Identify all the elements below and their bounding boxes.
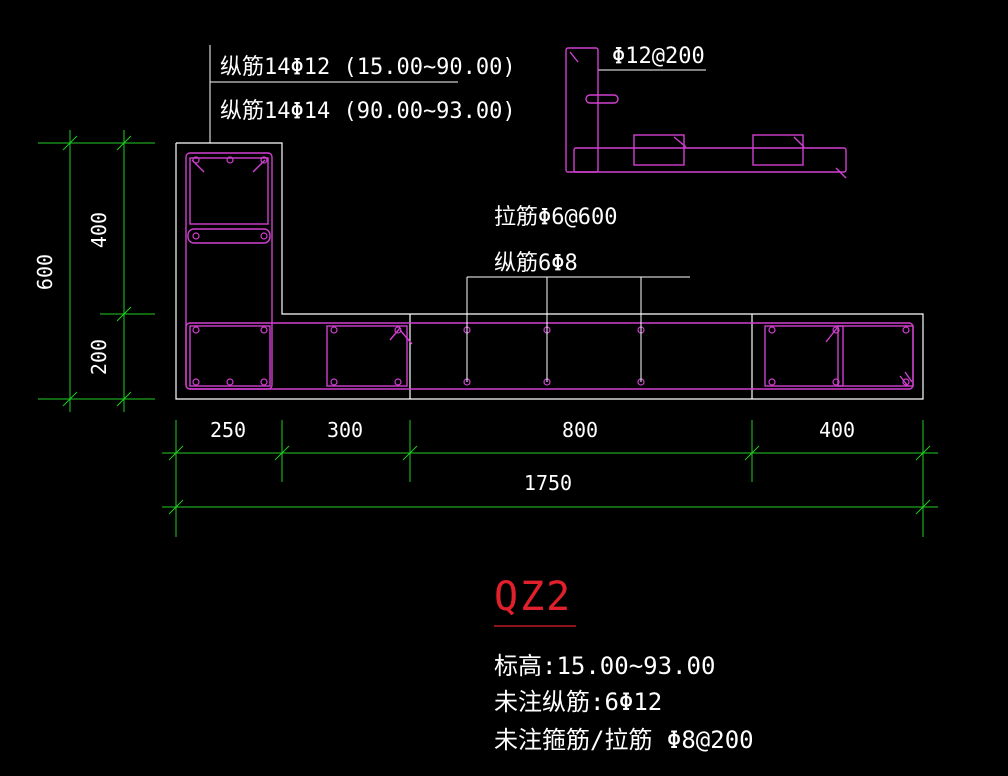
dim-segment-1: 250 (210, 418, 246, 442)
dimension-lines (38, 130, 938, 537)
dim-segment-4: 400 (819, 418, 855, 442)
callout-tie-line2: 纵筋6Φ8 (494, 251, 578, 276)
note-long-bars: 未注纵筋:6Φ12 (494, 688, 662, 716)
detail-label: Φ12@200 (612, 44, 705, 69)
callout-tie-line1: 拉筋Φ6@600 (494, 205, 617, 230)
dim-vertical-lower: 200 (87, 339, 111, 375)
note-stirrups: 未注箍筋/拉筋 Φ8@200 (494, 726, 754, 754)
leader-lines (209, 45, 706, 382)
callout-long-line1: 纵筋14Φ12 (15.00~90.00) (220, 55, 516, 80)
callout-long-line2: 纵筋14Φ14 (90.00~93.00) (220, 99, 516, 124)
dim-segment-2: 300 (327, 418, 363, 442)
dim-vertical-total: 600 (33, 254, 57, 290)
section-title: QZ2 (494, 574, 572, 620)
stirrup-detail (565, 47, 847, 179)
dim-segment-3: 800 (562, 418, 598, 442)
note-elevation: 标高:15.00~93.00 (494, 652, 715, 680)
dim-vertical-upper: 400 (87, 212, 111, 248)
section-outline (175, 142, 924, 400)
dim-total: 1750 (524, 471, 572, 495)
